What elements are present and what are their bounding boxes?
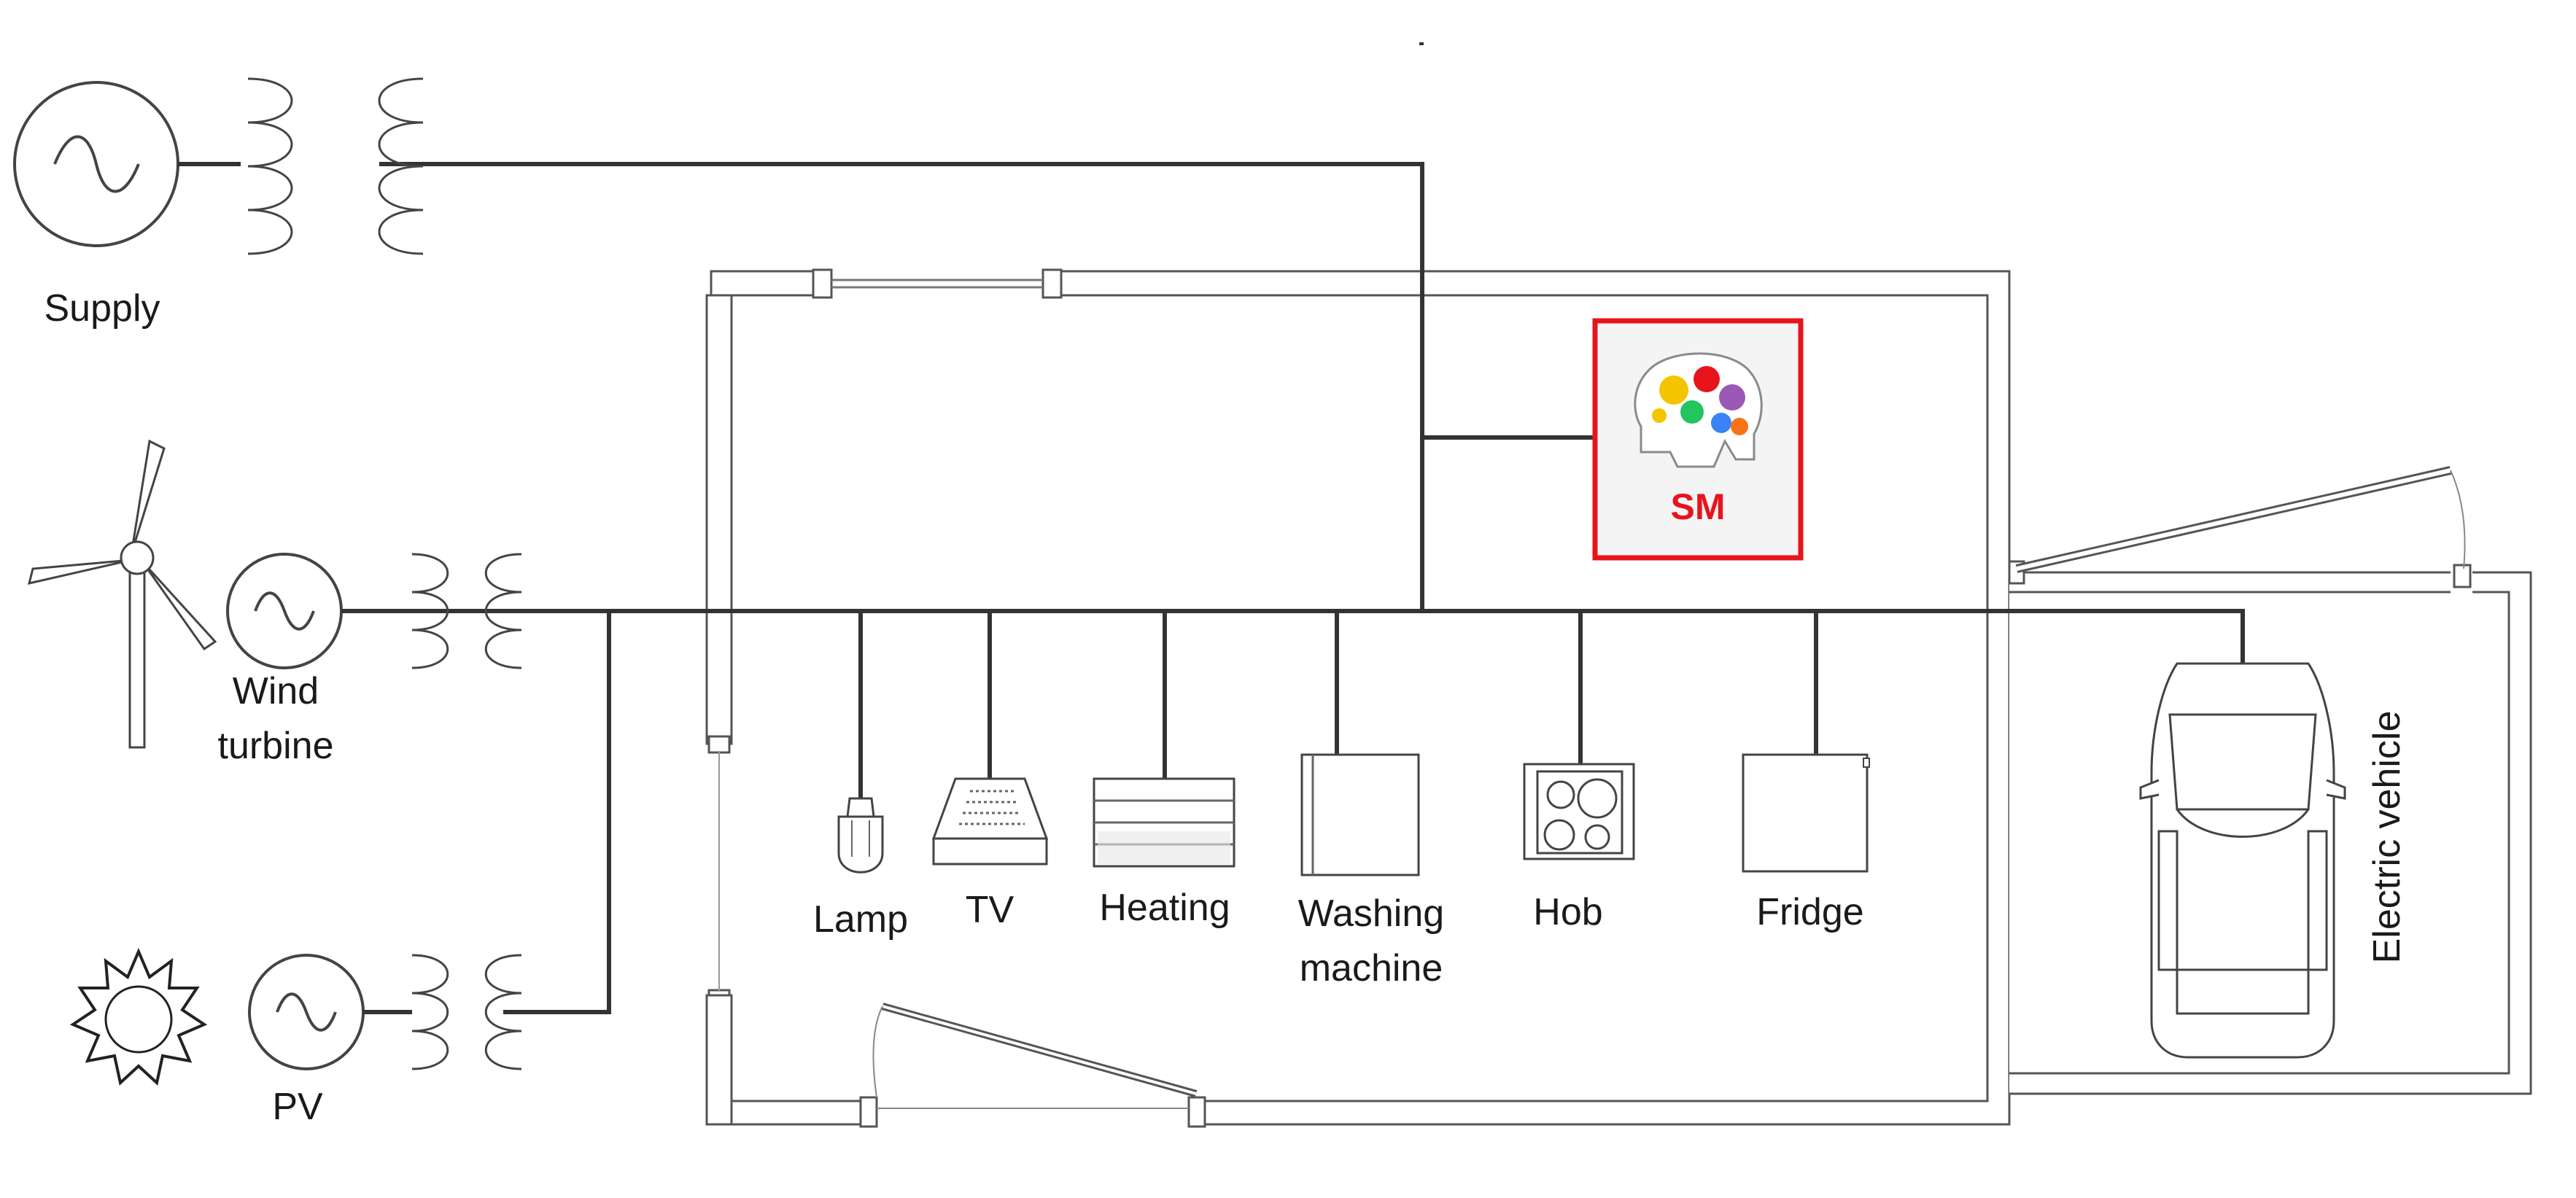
sun-icon — [69, 947, 208, 1086]
wind-source: Wind turbine — [27, 439, 522, 767]
wind-label-line2: turbine — [218, 725, 334, 767]
supply-label: Supply — [44, 287, 160, 330]
electric-vehicle-label: Electric vehicle — [2366, 711, 2408, 964]
supply-source: Supply — [13, 77, 424, 330]
pv-source: PV — [69, 947, 522, 1128]
lamp-icon — [837, 797, 884, 874]
washing-machine: Washing machine — [1298, 753, 1444, 989]
tv: TV — [931, 777, 1049, 931]
wind-label-line1: Wind — [233, 670, 319, 712]
heating-label: Heating — [1099, 887, 1230, 929]
transformer-coil-icon — [411, 954, 522, 1070]
lamp-label: Lamp — [813, 898, 908, 941]
fridge-label: Fridge — [1756, 891, 1863, 933]
washing-label-line1: Washing — [1298, 892, 1444, 935]
fridge-icon — [1742, 753, 1870, 873]
fridge: Fridge — [1742, 753, 1870, 933]
ac-generator-icon — [13, 81, 179, 247]
transformer-coil-icon — [411, 553, 522, 669]
top-mark — [1419, 42, 1424, 45]
washing-label-line2: machine — [1300, 947, 1443, 989]
ac-generator-icon — [226, 553, 343, 669]
pv-label: PV — [272, 1086, 323, 1128]
lamp: Lamp — [813, 797, 908, 941]
hob-label: Hob — [1533, 891, 1602, 933]
transformer-coil-icon — [247, 77, 424, 255]
car-top-view-icon — [2139, 662, 2346, 1059]
electric-vehicle: Electric vehicle — [2139, 662, 2408, 1059]
wind-turbine-icon — [27, 439, 217, 749]
brain-gears-icon — [1634, 352, 1763, 468]
tv-icon — [931, 777, 1049, 866]
tv-label: TV — [966, 889, 1015, 931]
heating: Heating — [1093, 777, 1235, 929]
smart-meter: SM — [1592, 318, 1804, 561]
hob: Hob — [1523, 763, 1635, 933]
wiring — [343, 162, 2245, 1014]
radiator-icon — [1093, 777, 1235, 868]
ac-generator-icon — [248, 954, 365, 1070]
washing-machine-icon — [1300, 753, 1420, 876]
sm-label: SM — [1671, 486, 1726, 527]
hob-icon — [1523, 763, 1635, 860]
